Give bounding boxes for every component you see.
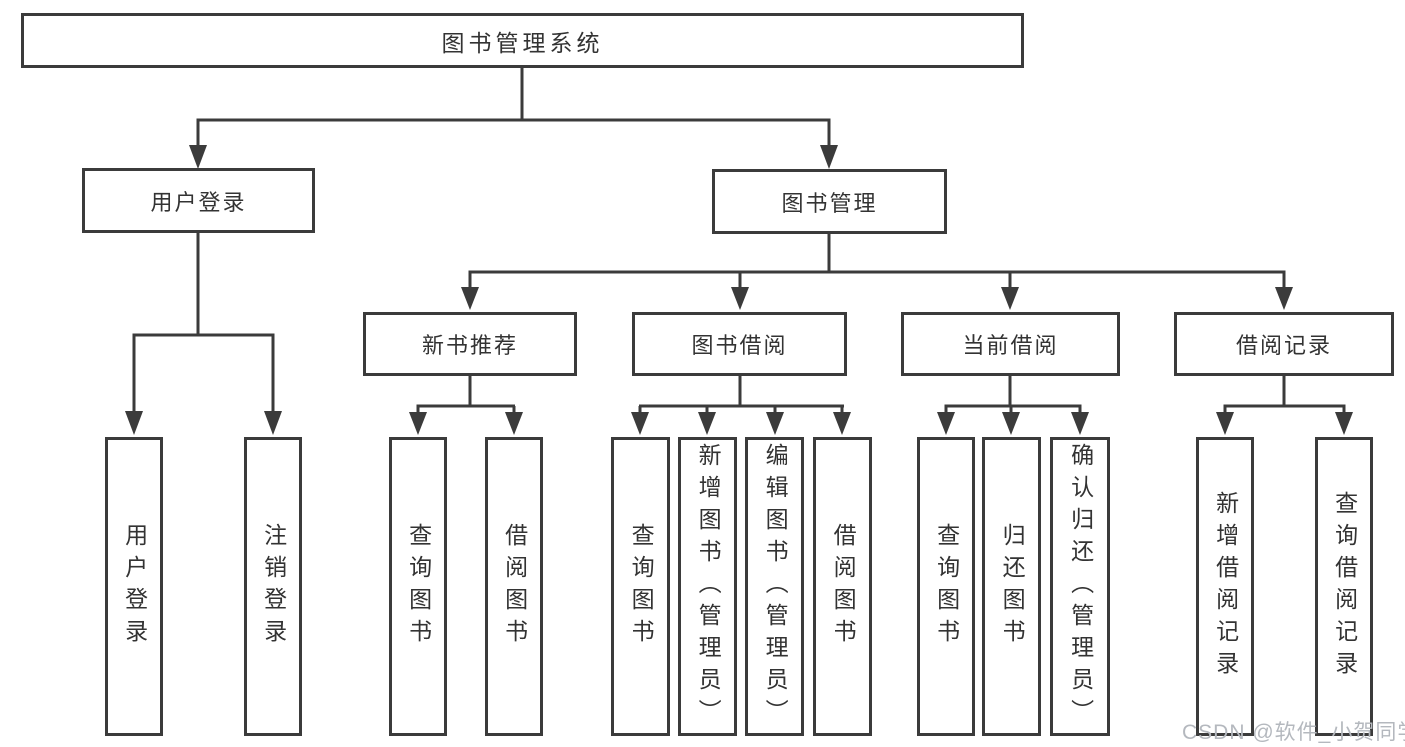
leaf-return-book: 归还图书 (982, 437, 1041, 736)
leaf-user-login: 用户登录 (105, 437, 163, 736)
node-new-book-recommend: 新书推荐 (363, 312, 577, 376)
leaf-borrow-book-recommend: 借阅图书 (485, 437, 543, 736)
leaf-query-borrow-record: 查询借阅记录 (1315, 437, 1373, 736)
leaf-borrow-book: 借阅图书 (813, 437, 872, 736)
node-book-management: 图书管理 (712, 169, 947, 234)
leaf-logout: 注销登录 (244, 437, 302, 736)
node-current-borrow: 当前借阅 (901, 312, 1120, 376)
node-book-borrow: 图书借阅 (632, 312, 847, 376)
leaf-query-book-recommend: 查询图书 (389, 437, 447, 736)
csdn-watermark: CSDN @软件_小贺同学 (1182, 721, 1405, 744)
leaf-query-book-borrow: 查询图书 (611, 437, 670, 736)
leaf-add-borrow-record: 新增借阅记录 (1196, 437, 1254, 736)
leaf-edit-book-admin: 编辑图书（管理员） (745, 437, 804, 736)
node-root: 图书管理系统 (21, 13, 1024, 68)
leaf-query-book-current: 查询图书 (917, 437, 975, 736)
leaf-add-book-admin: 新增图书（管理员） (678, 437, 737, 736)
node-borrow-records: 借阅记录 (1174, 312, 1394, 376)
leaf-confirm-return-admin: 确认归还（管理员） (1050, 437, 1110, 736)
node-user-login-branch: 用户登录 (82, 168, 315, 233)
